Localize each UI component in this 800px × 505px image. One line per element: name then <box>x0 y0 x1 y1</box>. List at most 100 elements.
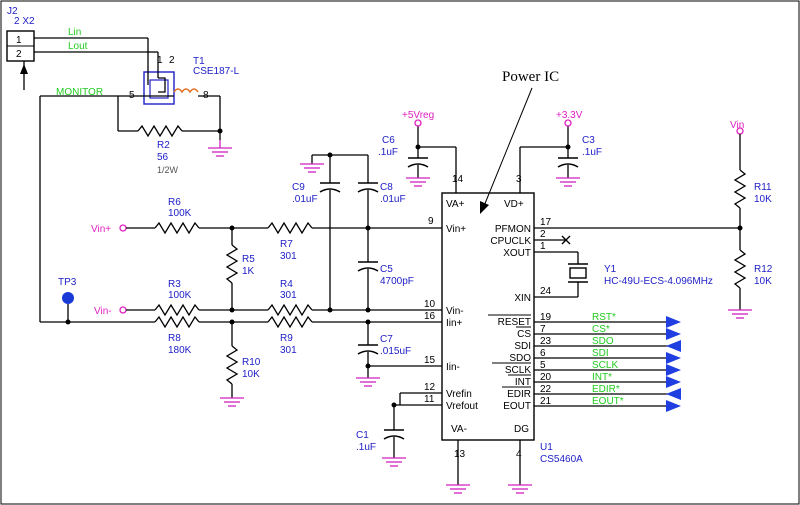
pin-pfmon: PFMON <box>495 224 531 235</box>
ground-symbol <box>406 177 430 187</box>
pin-iin-plus: Iin+ <box>446 318 463 329</box>
r4-value: 301 <box>280 290 297 301</box>
u1-pin15-num: 15 <box>424 355 436 366</box>
t1-pin2: 2 <box>169 55 175 66</box>
u1-part: CS5460A <box>540 454 583 465</box>
resistor-r8 <box>154 315 200 329</box>
u1-pin19-num: 19 <box>540 312 552 323</box>
r6-ref: R6 <box>168 197 181 208</box>
r12-value: 10K <box>754 276 772 287</box>
u1-ref: U1 <box>540 442 553 453</box>
r9-ref: R9 <box>280 333 293 344</box>
u1-pin10-num: 10 <box>424 299 436 310</box>
pin-eout: EOUT <box>503 401 531 412</box>
v33-label: +3.3V <box>556 110 583 121</box>
pin-sclk: SCLK <box>505 365 531 376</box>
c9-ref: C9 <box>292 182 305 193</box>
r10-ref: R10 <box>242 357 261 368</box>
u1-pin11-num: 11 <box>424 394 435 405</box>
ground-symbol <box>220 397 244 407</box>
ground-symbol <box>300 163 324 173</box>
resistor-r10 <box>225 345 239 385</box>
vin-minus-port <box>119 306 127 314</box>
net-lin: Lin <box>68 27 81 38</box>
u1-pin12-num: 12 <box>424 382 436 393</box>
u1-pin7-num: 7 <box>540 324 546 335</box>
net-edir: EDIR* <box>592 384 620 395</box>
resistor-r4 <box>267 303 313 317</box>
pin-iin-minus: Iin- <box>446 362 460 373</box>
pin-vrefout: Vrefout <box>446 401 478 412</box>
pin-vdplus: VD+ <box>504 199 524 210</box>
net-int: INT* <box>592 372 612 383</box>
capacitor-c3 <box>557 157 579 168</box>
r11-ref: R11 <box>754 182 772 193</box>
tp3-label: TP3 <box>58 277 77 288</box>
j2-pin2: 2 <box>16 49 22 60</box>
u1-pin22-num: 22 <box>540 384 552 395</box>
pin-vrefin: Vrefin <box>446 389 472 400</box>
r2-value: 56 <box>157 152 169 163</box>
u1-pin2-num: 2 <box>540 229 546 240</box>
capacitor-c8 <box>357 182 379 193</box>
u1-pin9-num: 9 <box>428 216 434 227</box>
u1-pin21-num: 21 <box>540 396 552 407</box>
pin-cs: CS <box>517 329 531 340</box>
ground-symbol <box>446 484 470 494</box>
j2-part: 2 X2 <box>14 16 35 27</box>
pin-vin-plus: Vin+ <box>446 224 466 235</box>
net-eout: EOUT* <box>592 396 624 407</box>
resistor-r5 <box>225 244 239 284</box>
u1-pin13-num: 13 <box>454 449 466 460</box>
pin-xin: XIN <box>514 293 531 304</box>
r12-ref: R12 <box>754 264 773 275</box>
y1-ref: Y1 <box>604 264 617 275</box>
vin-plus-label: Vin+ <box>91 224 111 235</box>
r8-ref: R8 <box>168 333 181 344</box>
t1-part: CSE187-L <box>193 66 240 77</box>
r8-value: 180K <box>168 345 192 356</box>
resistor-r11 <box>733 169 747 209</box>
pin-reset: RESET <box>498 317 531 328</box>
u1-pin6-num: 6 <box>540 348 546 359</box>
capacitor-c5 <box>357 261 379 272</box>
c6-ref: C6 <box>382 135 395 146</box>
c8-value: .01uF <box>380 194 406 205</box>
pin-xout: XOUT <box>503 248 531 259</box>
resistor-r9 <box>267 315 313 329</box>
net-lout: Lout <box>68 41 88 52</box>
connector-j2: J2 2 X2 1 2 <box>6 6 35 90</box>
vreg-label: +5Vreg <box>402 110 434 121</box>
u1-pin1-num: 1 <box>540 241 546 252</box>
u1-pin14-num: 14 <box>452 174 464 185</box>
r5-value: 1K <box>242 266 255 277</box>
net-monitor: MONITOR <box>56 87 103 98</box>
net-sdo: SDO <box>592 336 614 347</box>
r3-value: 100K <box>168 290 192 301</box>
ground-symbol <box>556 177 580 187</box>
u1-pin24-num: 24 <box>540 286 552 297</box>
pin-sdo: SDO <box>509 353 531 364</box>
pin-cpuclk: CPUCLK <box>490 236 531 247</box>
vin-minus-label: Vin- <box>94 306 112 317</box>
capacitor-c7 <box>357 344 379 355</box>
power-ic-title: Power IC <box>502 69 559 85</box>
c6-value: .1uF <box>378 147 398 158</box>
digital-output-bus <box>534 316 681 412</box>
u1-pin23-num: 23 <box>540 336 552 347</box>
resistor-r7 <box>267 221 313 235</box>
testpoint-tp3 <box>62 292 74 304</box>
r6-value: 100K <box>168 208 192 219</box>
pin-dg: DG <box>514 424 529 435</box>
pin-int: INT <box>515 377 531 388</box>
ground-symbol <box>356 377 380 387</box>
j2-ref: J2 <box>7 6 18 17</box>
r9-value: 301 <box>280 345 297 356</box>
resistor-r12 <box>733 249 747 289</box>
c1-value: .1uF <box>356 442 376 453</box>
vin-plus-port <box>119 224 127 232</box>
pin-edir: EDIR <box>507 389 531 400</box>
resistor-r3 <box>154 303 200 317</box>
c8-ref: C8 <box>380 182 393 193</box>
